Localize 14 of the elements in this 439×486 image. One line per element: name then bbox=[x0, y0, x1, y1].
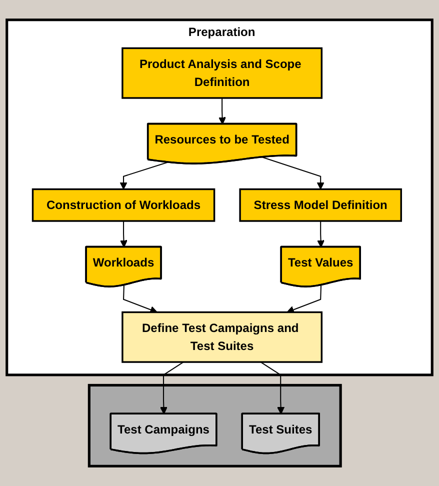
cluster bbox=[88, 384, 342, 468]
node-box: Construction of Workloads bbox=[32, 188, 216, 222]
arrow bbox=[262, 156, 324, 190]
arrow bbox=[317, 221, 325, 248]
arrow bbox=[286, 285, 322, 314]
arrow bbox=[260, 362, 285, 414]
arrow bbox=[120, 162, 168, 190]
arrow bbox=[123, 285, 158, 314]
node-box: Define Test Campaigns and Test Suites bbox=[122, 311, 323, 363]
arrow bbox=[120, 221, 128, 248]
node-box: Stress Model Definition bbox=[239, 188, 402, 222]
arrow bbox=[218, 98, 226, 125]
node-box: Product Analysis and Scope Definition bbox=[122, 47, 323, 99]
arrow bbox=[160, 362, 184, 414]
